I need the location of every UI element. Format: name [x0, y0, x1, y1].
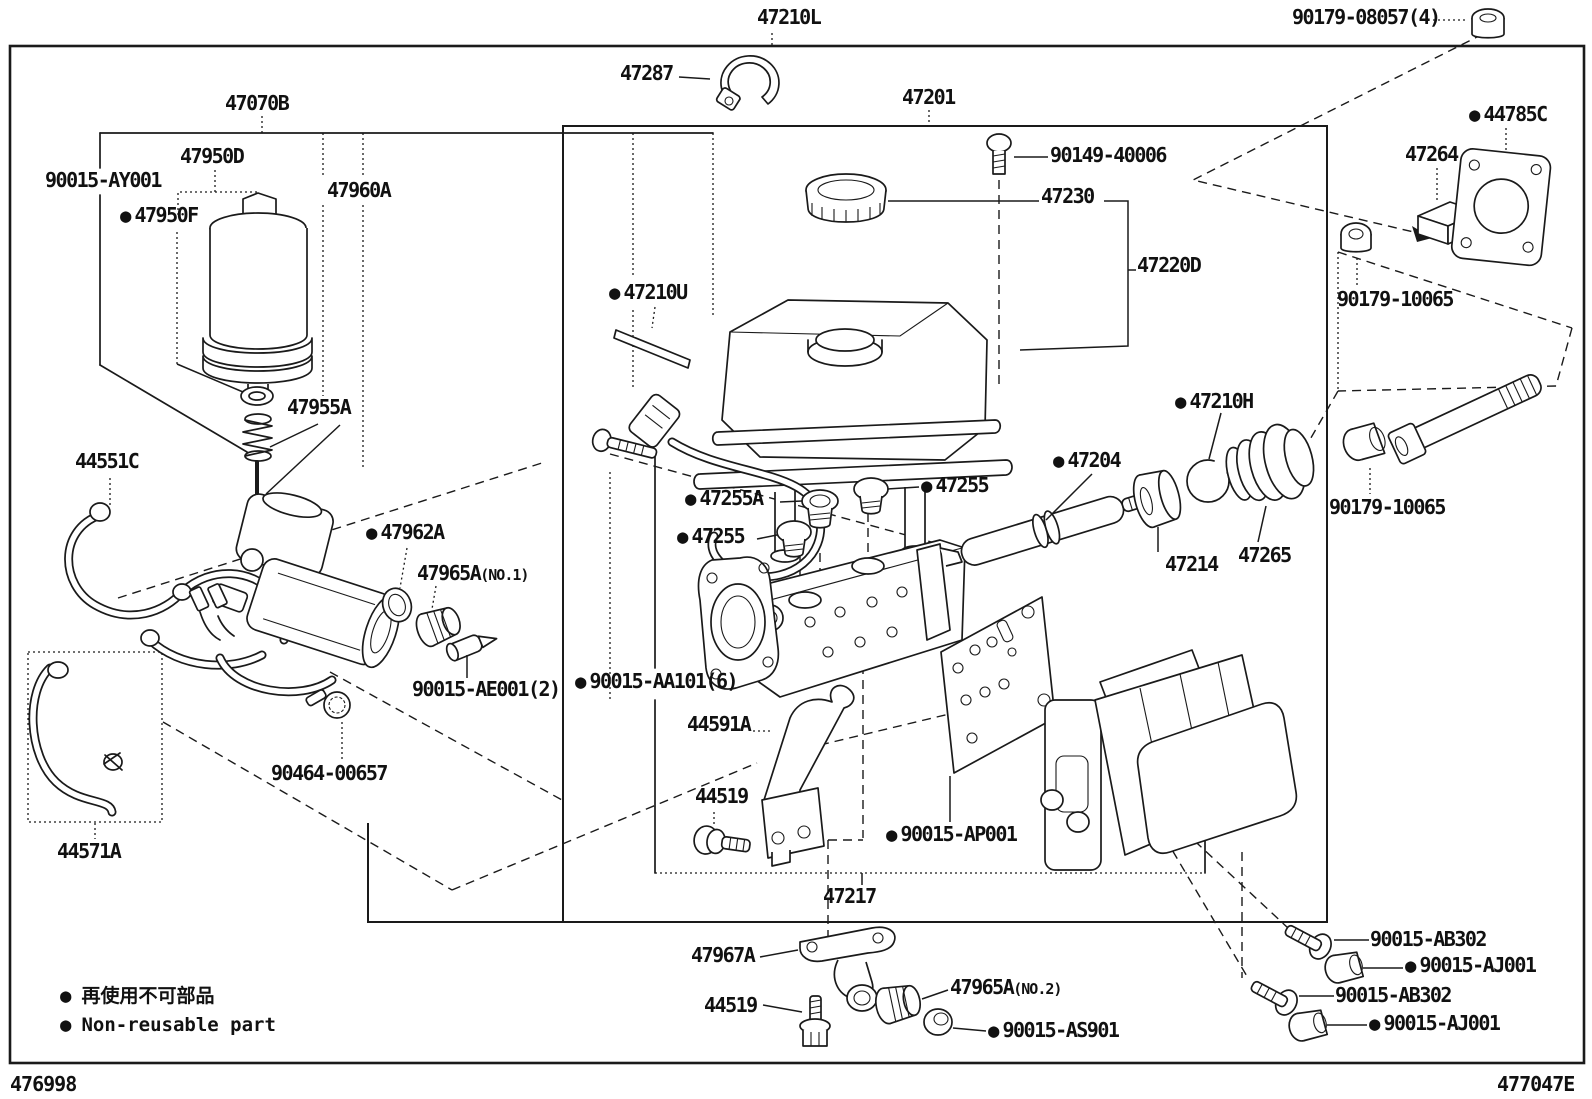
group-box-47201 — [367, 125, 1328, 923]
part-label-47967A: 47967A — [691, 943, 756, 967]
part-label-47264: 47264 — [1405, 142, 1459, 166]
part-label-47210U: 47210U — [609, 282, 688, 303]
part-label-44571A: 44571A — [57, 839, 122, 863]
leader-lines — [94, 19, 1507, 1032]
part-label-47070B: 47070B — [225, 91, 290, 115]
part-label-44785C: 44785C — [1469, 104, 1548, 125]
part-label-47255-left: 47255 — [677, 526, 745, 547]
part-label-47965A-no2: 47965A(NO.2) — [950, 975, 1062, 999]
part-label-90015-AS901: 90015-AS901 — [988, 1020, 1119, 1041]
part-label-47217: 47217 — [823, 884, 877, 908]
part-label-47960A: 47960A — [327, 178, 392, 202]
clamp-47287-drawing — [715, 55, 780, 111]
part-label-90179-10065-top: 90179-10065 — [1337, 287, 1454, 311]
part-label-47962A: 47962A — [366, 522, 445, 543]
filter-47965A-2 — [874, 984, 922, 1025]
figure-code-right: 477047E — [1497, 1072, 1575, 1096]
right-parts-drawing — [1340, 8, 1552, 465]
bolt-44519-bottom — [799, 995, 831, 1047]
part-label-90464-00657: 90464-00657 — [271, 761, 388, 785]
reservoir-drawing — [613, 133, 1013, 582]
screw-90149-40006 — [986, 133, 1012, 390]
part-label-47210L: 47210L — [757, 5, 822, 29]
part-label-90015-AP001: 90015-AP001 — [886, 824, 1017, 845]
part-label-90015-AA101: 90015-AA101(6) — [575, 671, 738, 692]
accumulator-drawing — [202, 192, 313, 500]
figure-code-left: 476998 — [10, 1072, 77, 1096]
legend-non-reusable-en: Non-reusable part — [60, 1014, 275, 1036]
part-label-44519-bottom: 44519 — [704, 993, 758, 1017]
booster-pump-drawing — [188, 492, 400, 719]
bolt-44519-top — [693, 825, 751, 855]
part-label-47210H: 47210H — [1175, 391, 1254, 412]
part-label-90015-AY001: 90015-AY001 — [45, 168, 162, 192]
part-label-90015-AE001: 90015-AE001(2) — [412, 677, 561, 701]
part-label-47220D: 47220D — [1137, 253, 1202, 277]
part-label-47201: 47201 — [902, 85, 956, 109]
mount-screws-drawing — [1250, 924, 1365, 1042]
part-label-90015-AJ001-top: 90015-AJ001 — [1405, 955, 1536, 976]
part-label-44591A: 44591A — [687, 712, 752, 736]
part-label-47230: 47230 — [1041, 184, 1095, 208]
part-label-47965A-no1: 47965A(NO.1) — [417, 561, 529, 585]
part-label-90015-AJ001-bottom: 90015-AJ001 — [1369, 1013, 1500, 1034]
part-label-44519-top: 44519 — [695, 784, 749, 808]
gasket-44785C — [1450, 148, 1552, 267]
part-label-90015-AB302-bottom: 90015-AB302 — [1335, 983, 1452, 1007]
part-label-90149-40006: 90149-40006 — [1050, 143, 1167, 167]
part-label-47287: 47287 — [620, 61, 674, 85]
part-label-47204: 47204 — [1053, 450, 1121, 471]
hose-44551C-drawing — [64, 502, 293, 670]
part-label-47950F: 47950F — [120, 205, 199, 226]
part-label-47255A: 47255A — [685, 488, 764, 509]
pushrod-cluster-drawing — [960, 423, 1315, 566]
seal-filter-valve-drawing — [381, 587, 498, 662]
part-label-90179-10065-bot: 90179-10065 — [1329, 495, 1446, 519]
abs-actuator-drawing — [1040, 649, 1298, 871]
group-box-47070B — [99, 132, 714, 470]
bottom-strip-drawing — [693, 825, 953, 1047]
figure-border — [8, 44, 1586, 1065]
part-label-47265: 47265 — [1238, 543, 1292, 567]
hose-44571A-drawing — [27, 651, 163, 823]
part-label-90015-AB302-top: 90015-AB302 — [1370, 927, 1487, 951]
bracket-44591A — [761, 684, 855, 867]
part-label-47955A: 47955A — [287, 395, 352, 419]
part-label-90179-08057: 90179-08057(4) — [1292, 5, 1441, 29]
master-cylinder-drawing — [591, 428, 1056, 867]
legend-non-reusable-jp: 再使用不可部品 — [60, 985, 214, 1007]
part-label-44551C: 44551C — [75, 449, 140, 473]
part-label-47255-right: 47255 — [921, 475, 989, 496]
cap-47255-left — [776, 520, 812, 558]
cap-47255-right — [853, 477, 889, 515]
part-label-47214: 47214 — [1165, 552, 1219, 576]
part-label-47950D: 47950D — [180, 144, 245, 168]
cap-47255A — [801, 489, 839, 529]
